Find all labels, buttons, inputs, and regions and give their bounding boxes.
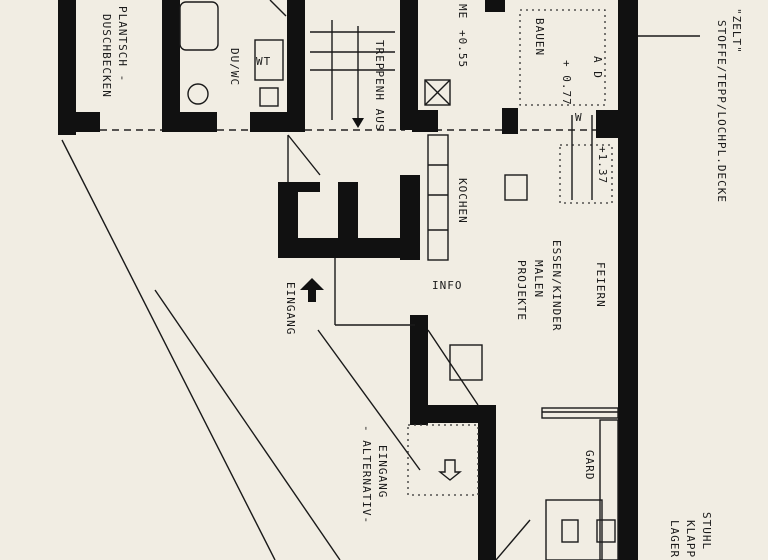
level-label-055: +0.55 xyxy=(456,30,469,69)
stove-box xyxy=(424,79,451,106)
washbasin xyxy=(259,87,279,107)
wardrobe-column xyxy=(599,419,619,560)
area-label-ad: A D xyxy=(591,56,604,79)
raised-box xyxy=(559,144,613,204)
shower xyxy=(254,39,284,81)
room-label-feiern: FEIERN xyxy=(594,262,607,308)
box xyxy=(561,519,579,543)
room-label-plantsch: PLANTSCH - xyxy=(116,6,129,83)
wall xyxy=(162,112,217,132)
wall xyxy=(485,0,505,12)
cabinet xyxy=(504,174,528,201)
room-label-malen: MALEN xyxy=(532,260,545,299)
kitchen-counter xyxy=(427,134,449,261)
wall xyxy=(400,175,420,260)
room-label-essen-kinder: ESSEN/KINDER xyxy=(550,240,563,332)
alt-entrance-arrow xyxy=(438,459,462,481)
wall xyxy=(338,182,358,238)
alt-entrance-area xyxy=(407,424,479,496)
wall xyxy=(412,110,438,132)
room-label-gard: GARD xyxy=(583,450,596,481)
area-label-info: INFO xyxy=(432,279,463,292)
fixture-label-wt: WT xyxy=(256,55,272,68)
area-label-zelt: "ZELT" xyxy=(730,8,743,54)
area-label-lager: LAGER xyxy=(668,520,681,559)
leader-line xyxy=(317,329,421,471)
wall xyxy=(478,405,496,560)
wall xyxy=(162,0,180,132)
level-label-077: + 0.77 xyxy=(560,60,573,106)
door-swing xyxy=(495,519,531,560)
room-label-treppenhaus: TREPPENH AUS xyxy=(373,40,386,132)
label-eingang: EINGANG xyxy=(284,282,297,336)
cabinet xyxy=(449,344,483,381)
stove-cross xyxy=(424,79,451,106)
fixture-label-w: W xyxy=(575,111,583,124)
wall xyxy=(400,0,418,130)
wall xyxy=(58,112,100,132)
level-label-137: +1.37 xyxy=(596,146,609,185)
site-boundary-line xyxy=(61,139,276,560)
wall xyxy=(410,315,428,425)
garden-wall-hatch xyxy=(541,407,619,419)
thin-wall xyxy=(287,134,321,176)
room-label-duschbecken: DUSCHBECKEN xyxy=(100,14,113,98)
area-label-stoffe: STOFFE/TEPP/LOCHPL.DECKE xyxy=(715,20,728,203)
wall xyxy=(502,108,518,134)
wall xyxy=(298,182,320,192)
toilet xyxy=(187,83,209,105)
entrance-arrow xyxy=(300,278,324,302)
room-label-kochen: KOCHEN xyxy=(456,178,469,224)
level-label-me: ME xyxy=(456,4,469,20)
room-label-bauen: BAUEN xyxy=(533,18,546,57)
wall xyxy=(410,405,495,423)
area-label-stuhl: STUHL xyxy=(700,512,713,551)
door-swing xyxy=(269,0,287,17)
wall xyxy=(287,0,305,132)
box xyxy=(596,519,616,543)
build-platform xyxy=(519,9,606,106)
wall xyxy=(618,0,638,560)
site-boundary-line-2 xyxy=(154,289,341,560)
label-alternativ: - ALTERNATIV- xyxy=(360,425,373,525)
room-label-projekte: PROJEKTE xyxy=(515,260,528,321)
area-label-klapp: KLAPP xyxy=(684,520,697,559)
label-eingang-alt: EINGANG xyxy=(376,445,389,499)
wall xyxy=(596,110,620,138)
stair-arrow-head xyxy=(352,118,364,128)
entry-wall xyxy=(427,329,479,406)
bathtub xyxy=(179,1,219,51)
wall xyxy=(278,238,418,258)
wardrobe xyxy=(545,499,603,560)
wall xyxy=(58,0,76,135)
room-label-dwc: DU/WC xyxy=(228,48,241,87)
